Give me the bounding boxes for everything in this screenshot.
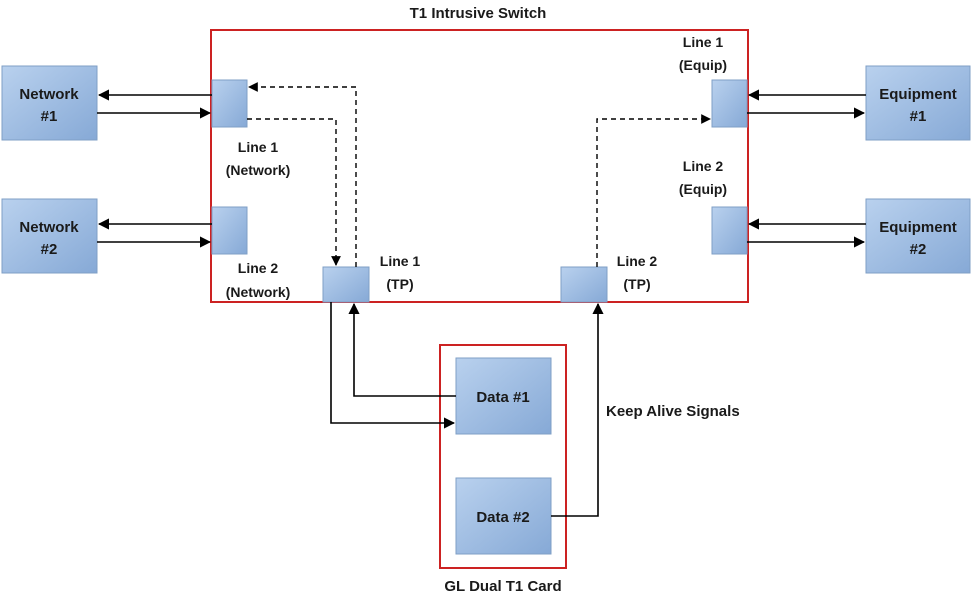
port-line2-network-label: Line 2 [238,260,279,276]
port-line1-network [211,79,248,128]
port-line1-equip [711,79,748,128]
dashed-tp-to-line1-network [248,82,357,267]
wire-data2-to-tp2 [551,302,604,517]
port-line2-tp-label: Line 2 [617,253,658,269]
data-2-label: Data #2 [476,509,529,526]
network-2-number: #2 [41,241,58,258]
dashed-tp2-to-line1-equip [596,114,711,267]
equipment-2-box: Equipment #2 [865,198,971,274]
port-line1-tp-sublabel: (TP) [386,276,413,292]
equipment-1-label: Equipment [879,86,957,103]
port-line1-equip-label: Line 1 [683,34,724,50]
port-line2-equip-sublabel: (Equip) [679,181,727,197]
data-1-label: Data #1 [476,389,529,406]
equipment-1-number: #1 [910,108,927,125]
wire-tp1-to-data1 [330,302,456,429]
network-2-label: Network [19,219,79,236]
port-line2-tp [560,266,608,303]
equipment-2-number: #2 [910,241,927,258]
network-2-box: Network #2 [1,198,98,274]
network-1-number: #1 [41,108,58,125]
port-line2-network-sublabel: (Network) [226,284,291,300]
diagram-title: T1 Intrusive Switch [410,5,547,22]
wire-data1-to-tp1 [348,302,456,397]
port-line1-tp-label: Line 1 [380,253,421,269]
data-1-block: Data #1 [455,357,552,435]
port-line1-equip-sublabel: (Equip) [679,57,727,73]
port-line2-equip [711,206,748,255]
port-line2-network [211,206,248,255]
port-line2-tp-sublabel: (TP) [623,276,650,292]
card-frame [439,344,567,569]
network-1-box: Network #1 [1,65,98,141]
keep-alive-label: Keep Alive Signals [606,403,740,420]
port-line1-network-sublabel: (Network) [226,162,291,178]
port-line1-tp [322,266,370,303]
card-label: GL Dual T1 Card [444,578,561,595]
port-line1-network-label: Line 1 [238,139,279,155]
port-line2-equip-label: Line 2 [683,158,724,174]
equipment-2-label: Equipment [879,219,957,236]
switch-frame [210,29,749,303]
equipment-1-box: Equipment #1 [865,65,971,141]
network-1-label: Network [19,86,79,103]
data-2-block: Data #2 [455,477,552,555]
dashed-line1-network-to-tp [247,118,341,266]
